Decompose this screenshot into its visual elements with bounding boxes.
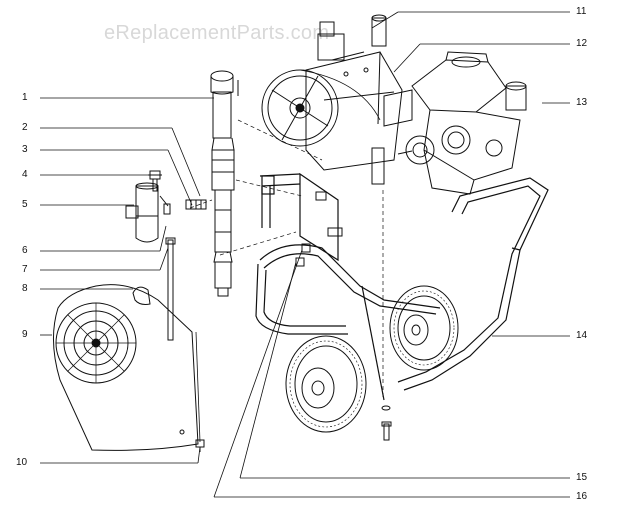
- callout-2: 2: [22, 122, 28, 133]
- callout-16: 16: [576, 491, 588, 502]
- rear-wheel: [389, 285, 459, 371]
- inlet-fitting: [185, 199, 207, 210]
- callout-11: 11: [576, 6, 587, 17]
- bracket-hardware: [295, 191, 343, 267]
- belt-guard: [52, 284, 201, 451]
- mounting-plate: [383, 89, 413, 127]
- callout-12: 12: [576, 38, 588, 49]
- callout-10: 10: [16, 457, 28, 468]
- pump-drive-assembly: [261, 14, 403, 185]
- callout-1: 1: [22, 92, 28, 103]
- leader-lines: [40, 11, 570, 498]
- callout-7: 7: [22, 264, 28, 275]
- callout-13: 13: [576, 97, 588, 108]
- guard-screw: [195, 439, 205, 452]
- watermark: eReplacementParts.com: [104, 22, 330, 44]
- assembly-guide-lines: [189, 119, 384, 398]
- callout-14: 14: [576, 330, 588, 341]
- hose-clip: [132, 286, 151, 305]
- pump-lower-assembly: [210, 70, 239, 297]
- filter-assembly: [125, 170, 171, 243]
- frame-bolt: [381, 405, 392, 441]
- callout-5: 5: [22, 199, 28, 210]
- callout-3: 3: [22, 144, 28, 155]
- callout-6: 6: [22, 245, 28, 256]
- callout-9: 9: [22, 329, 28, 340]
- callout-4: 4: [22, 169, 28, 180]
- gas-engine: [397, 51, 527, 195]
- suction-tube: [165, 237, 176, 341]
- callout-8: 8: [22, 283, 28, 294]
- callout-15: 15: [576, 472, 588, 483]
- cart-frame: [255, 172, 549, 401]
- front-wheel: [285, 335, 367, 433]
